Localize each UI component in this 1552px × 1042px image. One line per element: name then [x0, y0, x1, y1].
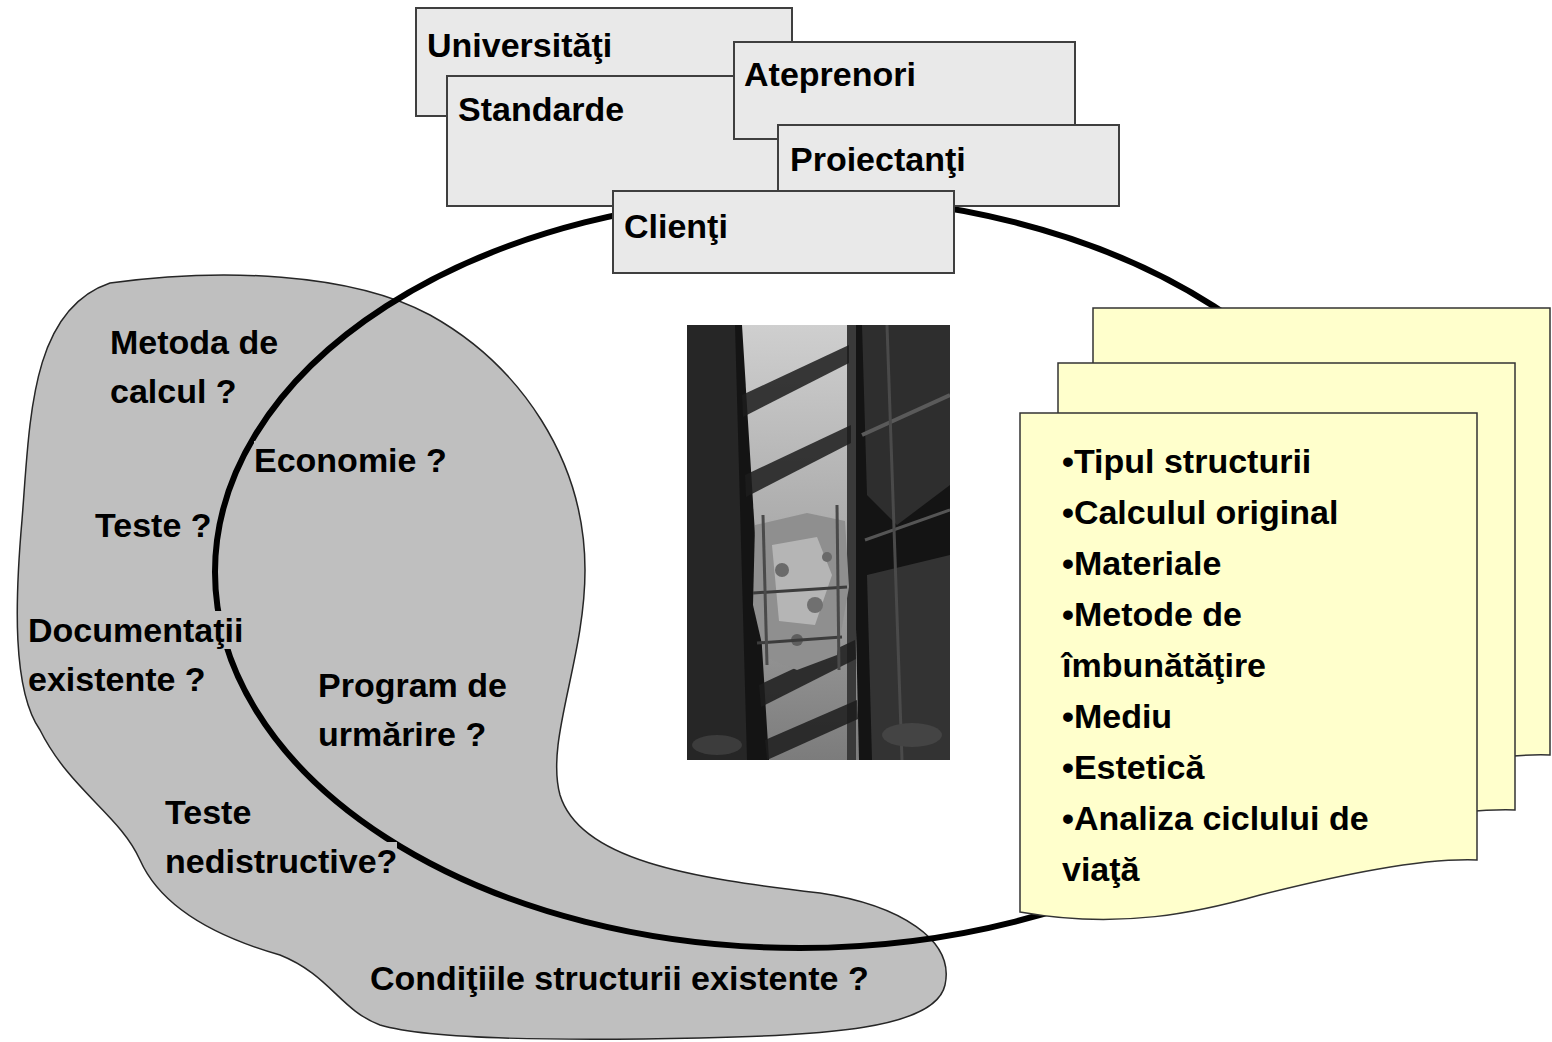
- box-label-holder: Proiectanţi: [790, 135, 966, 183]
- rebar: [763, 515, 767, 665]
- bullet-list: •Tipul structurii•Calculul original•Mate…: [1062, 436, 1422, 895]
- box-label: Clienţi: [624, 207, 728, 245]
- question-text: Economie ?: [254, 441, 447, 479]
- bullet-item: •Calculul original: [1062, 487, 1422, 538]
- spalled-concrete: [753, 513, 849, 670]
- scaffold-line: [862, 395, 950, 435]
- rubble: [692, 735, 742, 755]
- shadow-band: [742, 345, 849, 417]
- photo-ground: [687, 325, 950, 760]
- bullet-item: •Analiza ciclului de viaţă: [1062, 793, 1422, 895]
- box-label-holder: Universităţi: [427, 21, 612, 69]
- question-holder: Teste ?: [95, 501, 245, 550]
- box-label: Ateprenori: [744, 55, 916, 93]
- document-stack: •Tipul structurii•Calculul original•Mate…: [1018, 305, 1552, 930]
- box-label: Proiectanţi: [790, 140, 966, 178]
- photo-left-wall: [687, 325, 747, 760]
- bullet-item: •Metode de îmbunătăţire: [1062, 589, 1422, 691]
- question-holder: Economie ?: [254, 436, 484, 485]
- shadow-band: [765, 700, 858, 760]
- damaged-column-photo: [687, 325, 950, 760]
- cycle-circle-outline: [215, 196, 1385, 948]
- question-holder: Metoda de calcul ?: [110, 318, 310, 416]
- question-text: Teste nedistructive?: [165, 793, 397, 880]
- scaffold-line: [887, 325, 902, 760]
- photo-right-debris: [862, 325, 950, 525]
- concrete-column: [742, 325, 859, 760]
- steel-pipe: [847, 325, 856, 760]
- bullet-item: •Mediu: [1062, 691, 1422, 742]
- rubble: [807, 597, 823, 613]
- question-text: Documentaţii existente ?: [28, 611, 243, 698]
- question-holder: Condiţiile structurii existente ?: [370, 954, 940, 1003]
- box-label: Universităţi: [427, 26, 612, 64]
- question-holder: Documentaţii existente ?: [28, 606, 260, 704]
- question-holder: Program de urmărire ?: [318, 661, 533, 759]
- rebar: [753, 587, 847, 593]
- stakeholder-box: Clienţi: [612, 190, 955, 274]
- question-holder: Teste nedistructive?: [165, 788, 415, 886]
- bullet-item: •Tipul structurii: [1062, 436, 1422, 487]
- document-page: [1020, 413, 1477, 919]
- box-label-holder: Ateprenori: [744, 50, 916, 98]
- rebar: [757, 637, 842, 643]
- blob-shape: [17, 275, 946, 1039]
- box-label-holder: Standarde: [458, 85, 624, 133]
- bullet-item: •Materiale: [1062, 538, 1422, 589]
- question-text: Condiţiile structurii existente ?: [370, 959, 869, 997]
- question-text: Metoda de calcul ?: [110, 323, 278, 410]
- shadow-band: [745, 425, 851, 497]
- box-label-holder: Clienţi: [624, 202, 728, 250]
- rebar: [837, 505, 839, 670]
- question-text: Teste ?: [95, 506, 212, 544]
- box-label: Standarde: [458, 90, 624, 128]
- bullet-item: •Estetică: [1062, 742, 1422, 793]
- rubble: [882, 723, 942, 747]
- spalled-concrete: [772, 537, 832, 625]
- rubble: [775, 563, 789, 577]
- scaffold-line: [865, 510, 950, 540]
- photo-right-debris: [867, 555, 950, 760]
- question-text: Program de urmărire ?: [318, 666, 507, 753]
- questions-blob: Metoda de calcul ? Economie ? Teste ? Docum…: [10, 265, 955, 1042]
- rubble: [822, 552, 832, 562]
